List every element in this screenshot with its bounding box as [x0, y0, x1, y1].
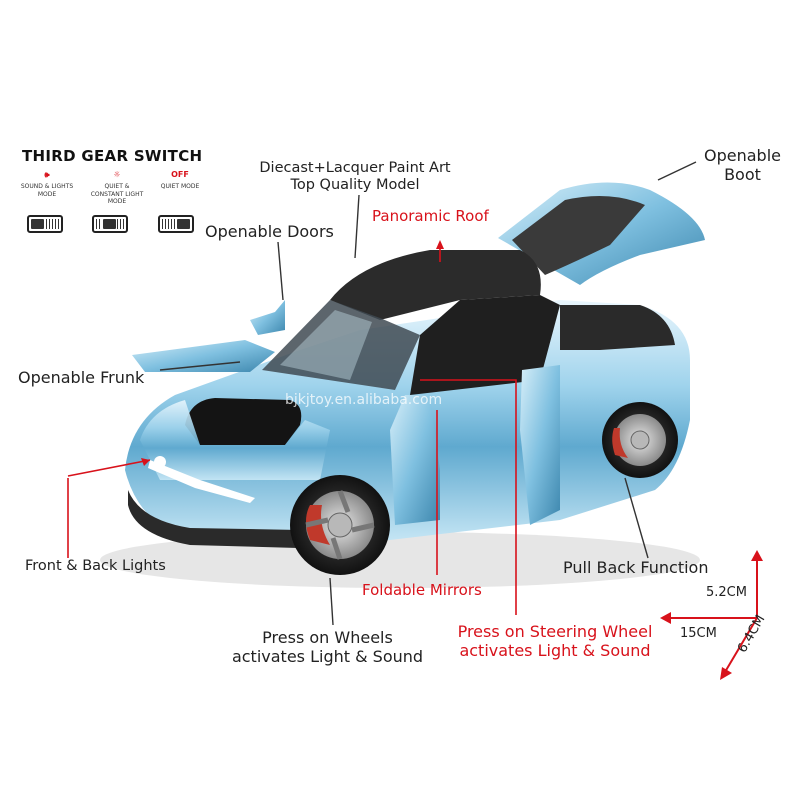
rear-door-open — [520, 365, 560, 525]
watermark: bjkjtoy.en.alibaba.com — [285, 392, 443, 408]
mode-quiet-constant-light: ☼ QUIET & CONSTANT LIGHT MODE — [87, 170, 147, 206]
frunk-cavity — [185, 398, 302, 445]
front-back-lights-label: Front & Back Lights — [25, 558, 166, 574]
gear-switch-title: THIRD GEAR SWITCH — [22, 147, 203, 165]
frunk-lid — [132, 340, 275, 372]
height-dimension: 5.2CM — [706, 585, 747, 600]
mode-quiet: OFF QUIET MODE — [150, 170, 210, 191]
openable-doors-label: Openable Doors — [205, 222, 334, 241]
bulb-icon: ☼ — [113, 170, 121, 179]
windshield — [262, 300, 420, 390]
headlight — [148, 460, 255, 503]
pull-back-label: Pull Back Function — [563, 558, 709, 577]
off-text: OFF — [171, 170, 189, 179]
switch-quiet[interactable] — [158, 215, 194, 233]
speaker-icon: 🕪 — [44, 170, 50, 179]
panoramic-roof — [330, 250, 541, 320]
boot-glass — [512, 196, 645, 275]
front-door-open — [390, 395, 440, 525]
length-dimension: 15CM — [680, 626, 717, 641]
panoramic-roof-label: Panoramic Roof — [372, 207, 489, 225]
switch-sound-lights[interactable] — [27, 215, 63, 233]
side-mirror — [250, 300, 285, 335]
foldable-mirrors-label: Foldable Mirrors — [362, 581, 482, 599]
mode-sound-lights: 🕪 SOUND & LIGHTS MODE — [12, 170, 82, 198]
switch-quiet-constant-light[interactable] — [92, 215, 128, 233]
openable-frunk-label: Openable Frunk — [18, 368, 145, 387]
